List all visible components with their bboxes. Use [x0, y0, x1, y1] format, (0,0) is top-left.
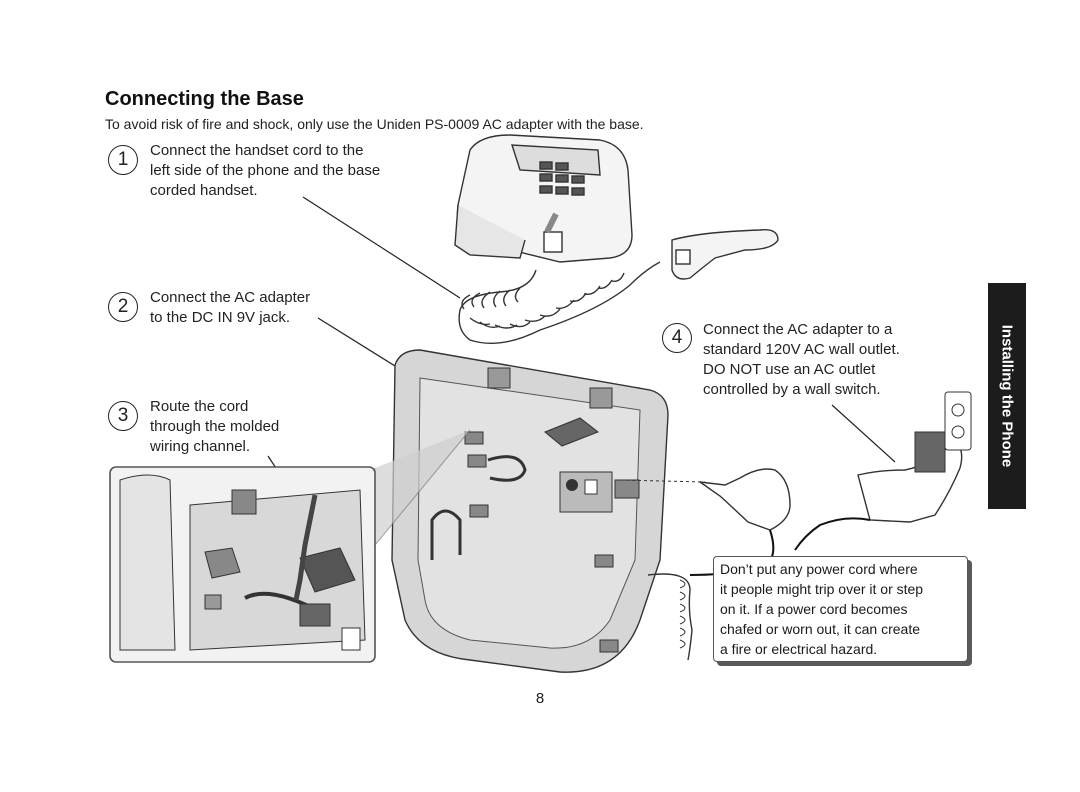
ac-adapter-illustration [619, 391, 972, 576]
step-2-number: 2 [108, 292, 138, 322]
handset-illustration [671, 229, 779, 280]
step-1-line-1: Connect the handset cord to the [150, 142, 364, 159]
step-2-line-1: Connect the AC adapter [150, 289, 311, 306]
step-4-number: 4 [662, 323, 692, 353]
phone-base-illustration [454, 134, 633, 263]
step-1-text: Connect the handset cord to the left sid… [150, 141, 380, 201]
step-4-text: Connect the AC adapter to a standard 120… [703, 320, 900, 400]
step-3-text: Route the cord through the molded wiring… [150, 397, 279, 457]
side-tab-label: Installing the Phone [998, 324, 1016, 468]
step-3-number: 3 [108, 401, 138, 431]
page-title: Connecting the Base [105, 88, 304, 110]
caution-line-1: Don’t put any power cord where [720, 561, 918, 577]
step-4-line-2: standard 120V AC wall outlet. [703, 341, 900, 358]
caution-line-3: on it. If a power cord becomes [720, 601, 908, 617]
caution-box: Don’t put any power cord where it people… [713, 556, 968, 662]
step-1-line-3: corded handset. [150, 182, 258, 199]
step-2-text: Connect the AC adapter to the DC IN 9V j… [150, 288, 310, 328]
step-3-line-2: through the molded [150, 418, 280, 435]
section-side-tab: Installing the Phone [988, 283, 1026, 509]
wiring-channel-inset [109, 429, 471, 663]
step-1-number: 1 [108, 145, 138, 175]
step-3-line-1: Route the cord [150, 398, 249, 415]
step-4-line-3: DO NOT use an AC outlet [703, 361, 876, 378]
step-2-line-2: to the DC IN 9V jack. [150, 309, 291, 326]
base-underside-illustration [391, 349, 693, 673]
caution-line-4: chafed or worn out, it can create [720, 621, 920, 637]
step-4-line-1: Connect the AC adapter to a [703, 321, 893, 338]
caution-line-5: a fire or electrical hazard. [720, 641, 878, 657]
step-4-line-4: controlled by a wall switch. [703, 381, 881, 398]
step-3-line-3: wiring channel. [150, 438, 251, 455]
caution-line-2: it people might trip over it or step [720, 581, 924, 597]
page-number: 8 [535, 690, 545, 707]
coiled-cord [458, 261, 661, 345]
safety-warning: To avoid risk of fire and shock, only us… [105, 116, 644, 132]
step-1-line-2: left side of the phone and the base [150, 162, 381, 179]
